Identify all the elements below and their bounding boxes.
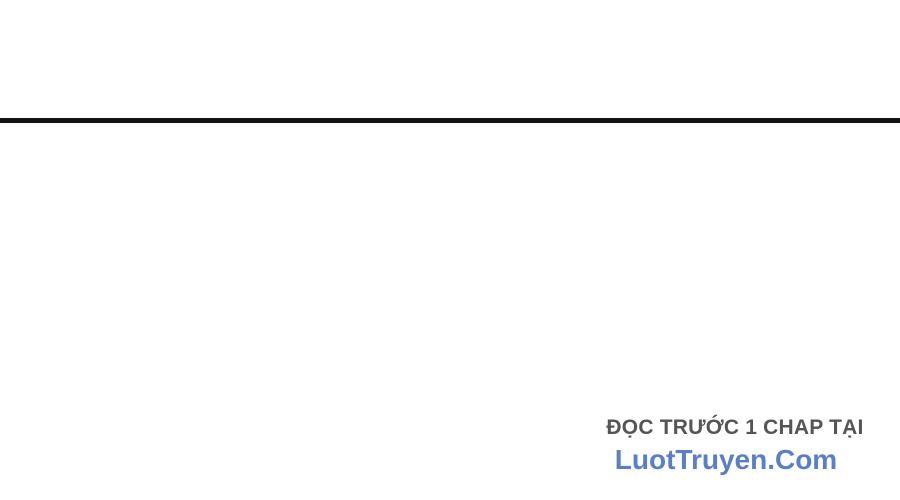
site-watermark: ĐỌC TRƯỚC 1 CHAP TẠI LuotTruyen.Com bbox=[590, 416, 880, 476]
panel-border-line bbox=[0, 118, 900, 123]
watermark-promo-text: ĐỌC TRƯỚC 1 CHAP TẠI bbox=[606, 416, 864, 439]
watermark-site-name: LuotTruyen.Com bbox=[614, 444, 838, 475]
